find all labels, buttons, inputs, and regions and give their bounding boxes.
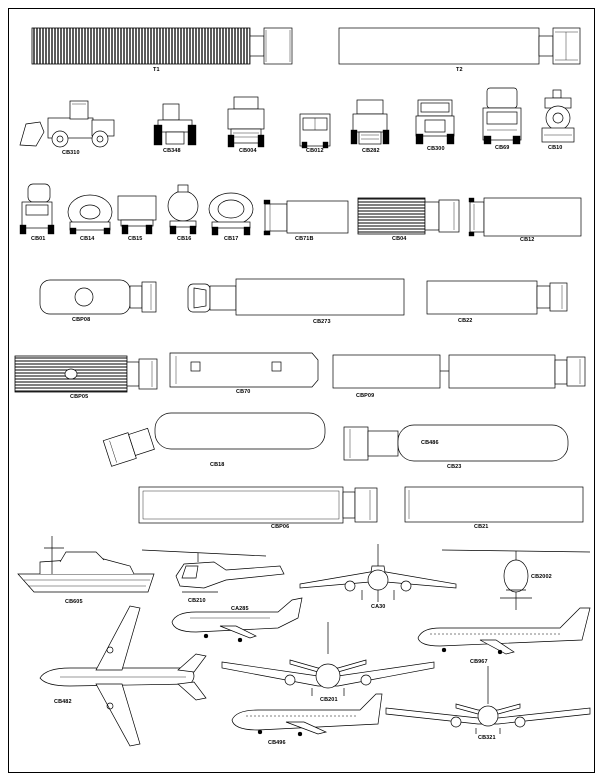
label-CB01: CB01 [31, 236, 46, 242]
block-CB21[interactable] [404, 486, 584, 523]
label-CB15: CB15 [128, 236, 143, 242]
label-CBP05: CBP05 [70, 394, 89, 400]
label-CB71B: CB71B [295, 236, 314, 242]
label-CB17: CB17 [224, 236, 239, 242]
label-CA30: CA30 [371, 604, 386, 610]
label-CB04: CB04 [392, 236, 407, 242]
label-CB23: CB23 [447, 464, 462, 470]
label-CB273: CB273 [313, 319, 331, 325]
block-CB2002[interactable] [441, 549, 591, 610]
block-CB210[interactable] [141, 549, 285, 593]
label-CB004: CB004 [239, 148, 257, 154]
label-CB967: CB967 [470, 659, 488, 665]
label-CB10: CB10 [548, 145, 563, 151]
block-CB496[interactable] [231, 693, 383, 737]
label-CB321: CB321 [478, 735, 496, 741]
label-CB69: CB69 [495, 145, 510, 151]
block-CB16[interactable] [167, 184, 199, 235]
block-CB12[interactable] [468, 197, 582, 237]
label-CBP06: CBP06 [271, 524, 290, 530]
block-CBP06[interactable] [138, 486, 378, 524]
block-CB310[interactable] [19, 100, 115, 148]
label-CB300: CB300 [427, 146, 445, 152]
label-CB210: CB210 [188, 598, 206, 604]
block-CB01[interactable] [19, 183, 55, 235]
block-CB17[interactable] [208, 192, 254, 236]
block-CB282[interactable] [350, 99, 390, 145]
label-CB348: CB348 [163, 148, 181, 154]
block-CB300[interactable] [415, 99, 455, 145]
block-CB967[interactable] [417, 607, 591, 655]
label-CA285: CA285 [231, 606, 249, 612]
block-CB15[interactable] [117, 195, 157, 235]
block-CB201[interactable] [221, 622, 435, 696]
block-T2[interactable] [338, 27, 581, 65]
block-CB321[interactable] [385, 666, 591, 734]
block-CB605[interactable] [17, 536, 155, 593]
block-CB69[interactable] [482, 87, 522, 145]
block-CB18[interactable] [102, 412, 326, 467]
block-CA285[interactable] [171, 597, 303, 643]
block-CB22[interactable] [426, 280, 568, 315]
label-CB201: CB201 [320, 697, 338, 703]
label-CB605: CB605 [65, 599, 83, 605]
block-CB486[interactable] [343, 424, 569, 462]
block-CB71B[interactable] [263, 199, 349, 236]
block-CB273[interactable] [187, 278, 405, 316]
label-CBP08: CBP08 [72, 317, 91, 323]
block-CBP08[interactable] [39, 279, 157, 315]
block-CB482[interactable] [39, 605, 207, 747]
block-CB14[interactable] [67, 194, 113, 235]
label-CB310: CB310 [62, 150, 80, 156]
label-CBP09: CBP09 [356, 393, 375, 399]
label-CB012: CB012 [306, 148, 324, 154]
label-T2: T2 [456, 67, 463, 73]
block-CB10[interactable] [541, 89, 575, 143]
label-T1: T1 [153, 67, 160, 73]
block-CA30[interactable] [299, 544, 457, 602]
block-CB348[interactable] [153, 103, 197, 146]
label-CB496: CB496 [268, 740, 286, 746]
label-CB14: CB14 [80, 236, 95, 242]
label-CB21: CB21 [474, 524, 489, 530]
label-CB482: CB482 [54, 699, 72, 705]
block-CB004[interactable] [227, 96, 265, 148]
label-CB22: CB22 [458, 318, 473, 324]
label-CB2002: CB2002 [531, 574, 552, 580]
block-CBP05[interactable] [14, 355, 158, 393]
label-CB486: CB486 [421, 440, 439, 446]
label-CB70: CB70 [236, 389, 251, 395]
block-CBP09[interactable] [332, 354, 586, 389]
label-CB18: CB18 [210, 462, 225, 468]
label-CB16: CB16 [177, 236, 192, 242]
label-CB12: CB12 [520, 237, 535, 243]
label-CB282: CB282 [362, 148, 380, 154]
block-CB04[interactable] [357, 197, 460, 235]
block-T1[interactable] [31, 27, 293, 65]
block-CB012[interactable] [299, 113, 331, 149]
block-CB70[interactable] [169, 352, 319, 388]
